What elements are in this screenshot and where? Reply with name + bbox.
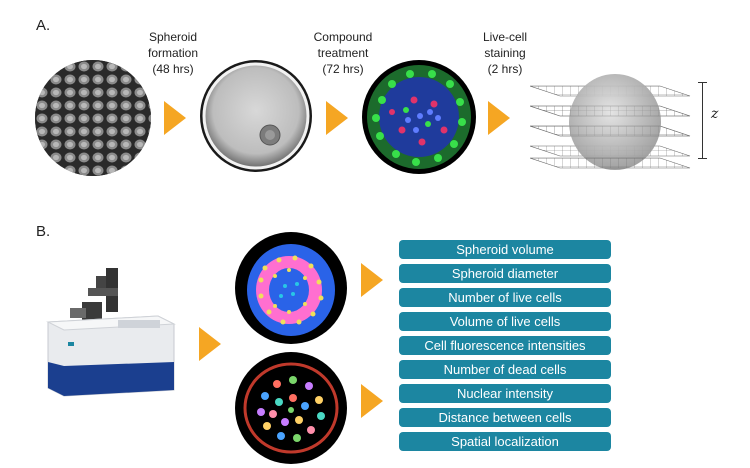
z-axis-tick-top: [698, 82, 707, 83]
step-label-compound-treatment: Compound treatment (72 hrs): [313, 30, 373, 76]
nuclei-segmentation-image: [235, 352, 347, 464]
metric-volume-of-live-cells: Volume of live cells: [399, 312, 611, 331]
spheroid-well-image: [200, 60, 312, 172]
metric-distance-between-cells: Distance between cells: [399, 408, 611, 427]
imaging-instrument-image: [38, 262, 180, 412]
z-stack-illustration: [530, 62, 700, 182]
arrow-right-icon: [361, 384, 383, 418]
arrow-right-icon: [361, 263, 383, 297]
stained-spheroid-image: [362, 60, 476, 174]
cell-monolayer-image: [35, 60, 151, 176]
metric-cell-fluorescence-intensities: Cell fluorescence intensities: [399, 336, 611, 355]
step-label-live-cell-staining: Live-cell staining (2 hrs): [482, 30, 527, 76]
metric-number-of-live-cells: Number of live cells: [399, 288, 611, 307]
arrow-right-icon: [199, 327, 221, 361]
panel-a-label: A.: [36, 17, 51, 34]
z-axis-line: [702, 82, 703, 158]
metric-spheroid-diameter: Spheroid diameter: [399, 264, 611, 283]
step-label-spheroid-formation: Spheroid formation (48 hrs): [147, 30, 199, 76]
arrow-right-icon: [326, 101, 348, 135]
live-cell-segmentation-image: [235, 232, 347, 344]
metric-nuclear-intensity: Nuclear intensity: [399, 384, 611, 403]
z-axis-label: z: [711, 106, 719, 122]
metric-number-of-dead-cells: Number of dead cells: [399, 360, 611, 379]
z-axis-tick-bottom: [698, 158, 707, 159]
arrow-right-icon: [164, 101, 186, 135]
metric-spheroid-volume: Spheroid volume: [399, 240, 611, 259]
arrow-right-icon: [488, 101, 510, 135]
panel-b-label: B.: [36, 223, 51, 240]
metric-spatial-localization: Spatial localization: [399, 432, 611, 451]
